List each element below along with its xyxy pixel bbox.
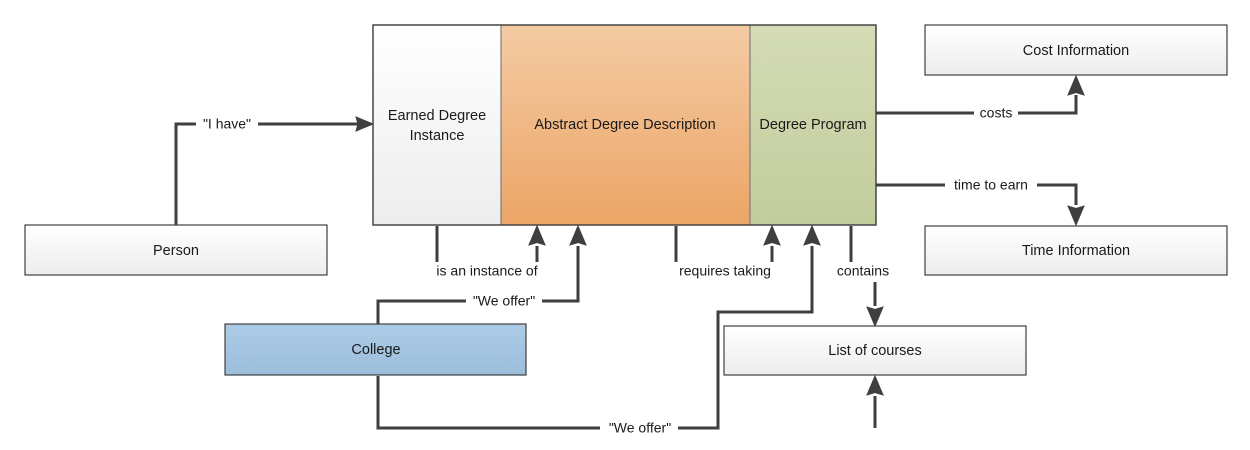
arrowhead-icon <box>1067 74 1085 96</box>
edge-contains: contains <box>837 226 889 328</box>
edge-costs: costs <box>876 74 1085 123</box>
node-box[interactable] <box>723 325 1027 376</box>
node-box[interactable] <box>924 24 1228 76</box>
edge-instance-of: is an instance of <box>435 226 538 279</box>
node-label: List of courses <box>828 343 922 359</box>
node-label: Degree Program <box>759 117 866 133</box>
arrowhead-icon <box>763 224 781 246</box>
edge-college-offers-courses: "We offer" <box>376 224 821 438</box>
edge-label-backdrop <box>974 103 1018 123</box>
degree-block-outline <box>372 24 877 226</box>
node-label: Time Information <box>1022 243 1130 259</box>
edge-label-we-offer-degree: "We offer" <box>473 293 535 309</box>
edge-line <box>376 246 580 324</box>
edge-label-i-have: "I have" <box>203 116 251 132</box>
arrowhead-icon <box>1067 205 1085 227</box>
node-box[interactable] <box>372 24 502 226</box>
arrowhead-icon <box>528 224 546 246</box>
node-degree-program[interactable]: Degree Program <box>749 24 877 226</box>
edge-label-time-to-earn: time to earn <box>954 177 1028 193</box>
node-box[interactable] <box>24 224 328 276</box>
edge-courses-inbound <box>866 374 884 428</box>
edge-label-contains: contains <box>837 263 889 279</box>
node-label-line1: Earned Degree <box>388 108 486 124</box>
node-college[interactable]: College <box>224 323 527 376</box>
arrowhead-icon <box>866 374 884 396</box>
node-label: Cost Information <box>1023 43 1129 59</box>
node-label: Abstract Degree Description <box>534 117 715 133</box>
node-label: Person <box>153 243 199 259</box>
node-abstract-degree-description[interactable]: Abstract Degree Description <box>500 24 751 226</box>
arrowhead-icon <box>866 306 884 328</box>
edge-label-requires-taking: requires taking <box>679 263 771 279</box>
edge-label-backdrop <box>945 175 1037 195</box>
edge-label-backdrop <box>466 291 542 311</box>
node-box[interactable] <box>224 323 527 376</box>
edge-instance-of-arrow <box>528 224 546 262</box>
edge-requires-taking: requires taking <box>674 226 771 279</box>
node-degree-block: Earned Degree Instance Abstract Degree D… <box>372 24 877 226</box>
node-label-line2: Instance <box>410 128 465 144</box>
edge-requires-taking-arrow <box>763 224 781 262</box>
node-person[interactable]: Person <box>24 224 328 276</box>
arrowhead-icon <box>569 224 587 246</box>
node-cost-information[interactable]: Cost Information <box>924 24 1228 76</box>
edge-label-costs: costs <box>980 105 1013 121</box>
edge-label-is-an-instance-of: is an instance of <box>436 263 537 279</box>
edge-line <box>876 95 1078 115</box>
node-time-information[interactable]: Time Information <box>924 225 1228 276</box>
edge-line <box>876 183 1078 205</box>
edge-label-backdrop <box>196 114 258 134</box>
edge-college-offers-degree: "We offer" <box>376 224 587 324</box>
edge-person-has-degree: "I have" <box>174 114 375 225</box>
edge-line <box>174 122 360 225</box>
edge-line <box>376 246 814 430</box>
node-earned-degree-instance[interactable]: Earned Degree Instance <box>372 24 502 226</box>
arrowhead-icon <box>355 116 375 132</box>
node-label: College <box>351 342 400 358</box>
edge-time-to-earn: time to earn <box>876 175 1085 227</box>
node-list-of-courses[interactable]: List of courses <box>723 325 1027 376</box>
edge-label-we-offer-courses: "We offer" <box>609 420 671 436</box>
arrowhead-icon <box>803 224 821 246</box>
node-box[interactable] <box>749 24 877 226</box>
node-box[interactable] <box>924 225 1228 276</box>
edge-label-backdrop <box>600 418 678 438</box>
